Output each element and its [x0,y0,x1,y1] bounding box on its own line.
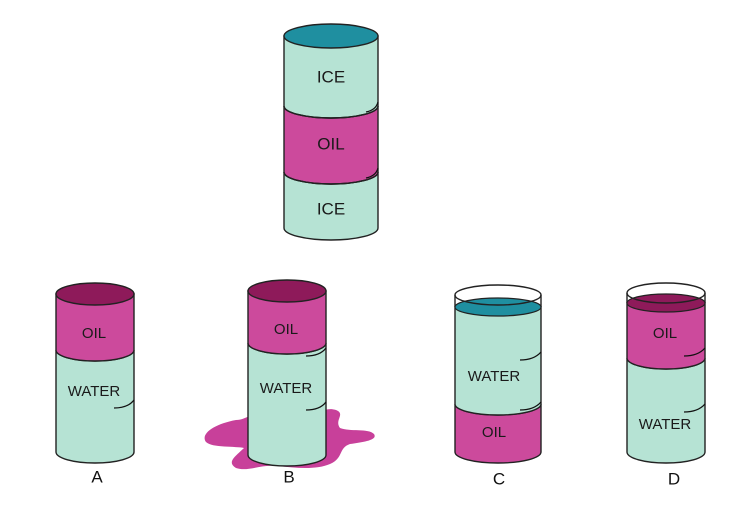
option-a-tick [113,399,135,409]
option-c-rim [454,284,542,306]
option-b-tick-2 [305,401,327,411]
top-tick-2 [365,167,379,179]
option-c-lower-label: OIL [482,424,506,441]
option-d-tick-1 [683,347,706,357]
option-d-upper-label: OIL [653,325,677,342]
top-divider-2 [283,171,379,185]
top-layer-label-2: OIL [317,134,344,153]
option-a-cylinder: OIL WATER [55,282,135,464]
top-cylinder: ICE OIL ICE [283,23,379,241]
option-a-oil [55,293,135,362]
option-c-tick-2 [519,401,542,411]
top-tick-1 [365,101,379,113]
option-c-letter: C [493,469,505,488]
top-layer-label-1: ICE [317,67,345,86]
option-b-upper-label: OIL [274,321,298,338]
option-b-oil [247,290,327,355]
option-b-letter: B [283,467,294,486]
option-d-rim [626,282,706,304]
option-b-lower-label: WATER [260,380,313,397]
option-c-cylinder: WATER OIL [454,284,542,464]
option-d-cylinder: OIL WATER [626,282,706,464]
option-d-lower-label: WATER [639,416,692,433]
option-d-tick-2 [683,403,706,413]
top-divider-1 [283,105,379,119]
top-layer-label-3: ICE [317,199,345,218]
option-b-cylinder: OIL WATER [204,279,375,470]
option-b-tick-1 [305,347,327,357]
option-b-water [247,342,327,467]
option-a-lower-label: WATER [68,383,121,400]
top-cylinder-surface [283,23,379,49]
option-c-upper-label: WATER [468,368,521,385]
option-d-oil [626,302,706,370]
option-c-water [454,306,542,416]
option-a-upper-label: OIL [82,325,106,342]
option-c-liquid-surface [454,297,542,317]
option-a-surface [55,282,135,306]
option-c-tick-1 [519,351,542,361]
option-b-surface [247,279,327,303]
option-a-letter: A [91,467,103,486]
option-d-letter: D [668,469,680,488]
